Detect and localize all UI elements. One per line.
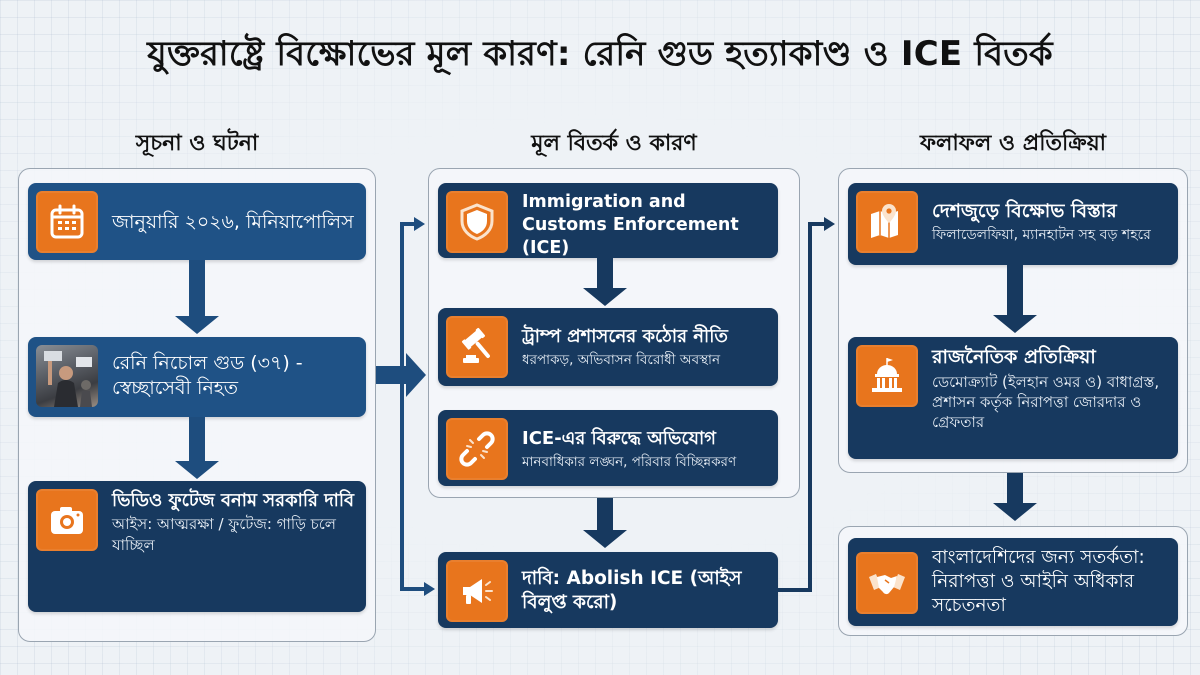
card-subtitle: ফিলাডেলফিয়া, ম্যানহাটন সহ বড় শহরে: [932, 226, 1151, 243]
connector-line: [778, 588, 810, 592]
column-heading-origin: সূচনা ও ঘটনা: [135, 131, 259, 156]
card-title: রাজনৈতিক প্রতিক্রিয়া: [932, 346, 1096, 368]
arrow-head-right: [424, 582, 435, 596]
card-title: জানুয়ারি ২০২৬, মিনিয়াপোলিস: [112, 210, 354, 233]
broken-chain-icon: [446, 418, 508, 480]
card-subtitle: ডেমোক্র্যাট (ইলহান ওমর ও) বাধাগ্রস্ত, প্…: [932, 372, 1160, 432]
connector-line: [400, 222, 404, 590]
card-video-vs-claim: ভিডিও ফুটেজ বনাম সরকারি দাবি আইস: আত্মরক…: [28, 481, 366, 612]
arrow-head-right: [414, 217, 425, 231]
connector-line: [400, 587, 426, 591]
arrow-down: [1007, 473, 1023, 505]
card-ice: Immigration and Customs Enforcement (ICE…: [438, 183, 778, 258]
card-title: রেনি নিচোল গুড (৩৭) - স্বেচ্ছাসেবী নিহত: [112, 352, 303, 399]
arrow-head-right: [824, 217, 835, 231]
card-abolish-ice: দাবি: Abolish ICE (আইস বিলুপ্ত করো): [438, 552, 778, 628]
card-title: ট্রাম্প প্রশাসনের কঠোর নীতি: [522, 326, 728, 348]
card-subtitle: আইস: আত্মরক্ষা / ফুটেজ: গাড়ি চলে যাচ্ছি…: [112, 515, 336, 554]
card-subtitle: মানবাধিকার লঙ্ঘন, পরিবার বিচ্ছিন্নকরণ: [522, 453, 737, 470]
arrow-down: [189, 417, 205, 463]
card-political-response: রাজনৈতিক প্রতিক্রিয়া ডেমোক্র্যাট (ইলহান…: [848, 337, 1178, 459]
card-trump-policy: ট্রাম্প প্রশাসনের কঠোর নীতি ধরপাকড়, অভি…: [438, 308, 778, 386]
capitol-icon: [856, 345, 918, 407]
card-title: দেশজুড়ে বিক্ষোভ বিস্তার: [932, 200, 1117, 223]
handshake-icon: [856, 552, 918, 614]
arrow-down: [597, 498, 613, 532]
card-title: ICE-এর বিরুদ্ধে অভিযোগ: [522, 428, 716, 450]
shield-icon: [446, 191, 508, 253]
card-ice-allegations: ICE-এর বিরুদ্ধে অভিযোগ মানবাধিকার লঙ্ঘন,…: [438, 410, 778, 486]
calendar-icon: [36, 191, 98, 253]
gavel-icon: [446, 316, 508, 378]
card-title: বাংলাদেশিদের জন্য সতর্কতা: নিরাপত্তা ও আ…: [932, 547, 1145, 617]
connector-line: [808, 222, 826, 226]
arrow-down: [189, 260, 205, 318]
card-subtitle: ধরপাকড়, অভিবাসন বিরোধী অবস্থান: [522, 351, 721, 368]
card-nationwide-protests: দেশজুড়ে বিক্ষোভ বিস্তার ফিলাডেলফিয়া, ম…: [848, 183, 1178, 265]
connector-line: [400, 222, 416, 226]
card-date-location: জানুয়ারি ২০২৬, মিনিয়াপোলিস: [28, 183, 366, 260]
card-title: Immigration and Customs Enforcement (ICE…: [522, 192, 739, 258]
card-bangladeshi-warning: বাংলাদেশিদের জন্য সতর্কতা: নিরাপত্তা ও আ…: [848, 538, 1178, 626]
column-heading-outcomes: ফলাফল ও প্রতিক্রিয়া: [919, 131, 1107, 156]
card-title: ভিডিও ফুটেজ বনাম সরকারি দাবি: [112, 490, 355, 511]
card-victim: রেনি নিচোল গুড (৩৭) - স্বেচ্ছাসেবী নিহত: [28, 337, 366, 417]
map-pin-icon: [856, 191, 918, 253]
arrow-down: [597, 258, 613, 290]
arrow-down: [1007, 265, 1023, 317]
column-heading-core-debate: মূল বিতর্ক ও কারণ: [531, 131, 697, 156]
camera-icon: [36, 489, 98, 551]
connector-line: [808, 222, 812, 592]
protest-photo: [36, 345, 98, 407]
page-title: যুক্তরাষ্ট্রে বিক্ষোভের মূল কারণ: রেনি গ…: [147, 34, 1053, 74]
megaphone-icon: [446, 560, 508, 622]
card-title: দাবি: Abolish ICE (আইস বিলুপ্ত করো): [522, 567, 742, 613]
